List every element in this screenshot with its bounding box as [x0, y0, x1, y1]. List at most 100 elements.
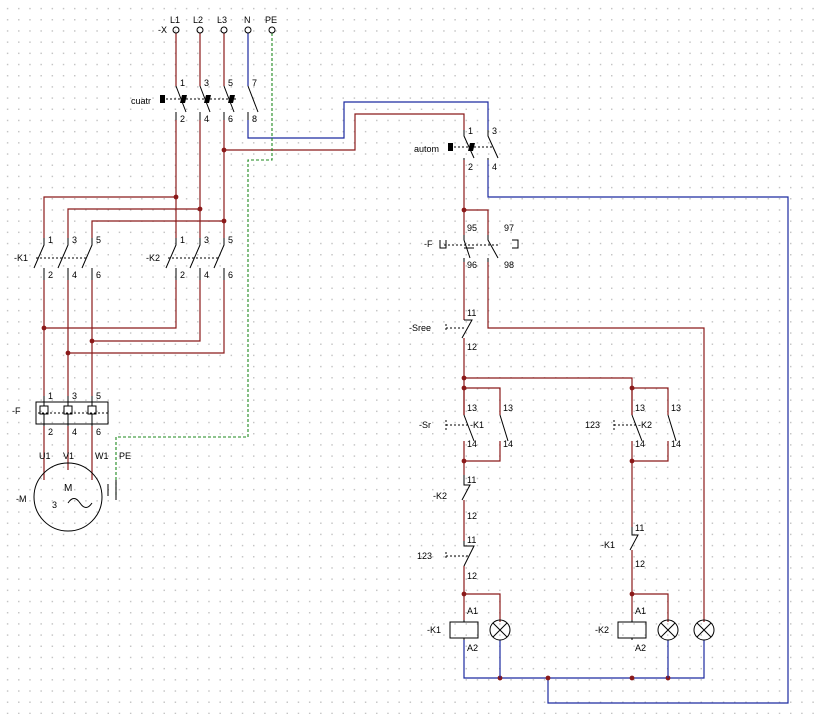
svg-text:V1: V1: [63, 451, 74, 461]
start-k2-branch: 123 -K2 13 14 13 14: [585, 403, 681, 449]
start-k2-label: 123: [585, 420, 600, 430]
terminal-label-n: N: [244, 15, 251, 25]
svg-text:5: 5: [96, 391, 101, 401]
pe-wire: [115, 33, 273, 495]
svg-text:13: 13: [635, 403, 645, 413]
overload-aux-contact: -F 95 96 97 98: [424, 223, 519, 270]
motor-label: -M: [16, 494, 27, 504]
svg-text:2: 2: [48, 270, 53, 280]
svg-text:5: 5: [228, 78, 233, 88]
connector-label: -X: [158, 25, 167, 35]
svg-text:14: 14: [503, 439, 513, 449]
lamps: [489, 619, 715, 678]
svg-text:3: 3: [492, 126, 497, 136]
terminal-label-l1: L1: [170, 15, 180, 25]
contactor-k1: -K1 1 3 5 2 4 6: [14, 235, 101, 280]
interlock-123-label: 123: [417, 551, 432, 561]
svg-text:2: 2: [180, 114, 185, 124]
svg-text:14: 14: [467, 439, 477, 449]
overload-relay: -F 1 3 5 2 4 6: [12, 391, 109, 437]
k2-label: -K2: [146, 253, 160, 263]
motor: -M U1 V1 W1 PE M 3: [16, 451, 131, 532]
coil-k1-label: -K1: [427, 625, 441, 635]
aux-k1-label: -K1: [470, 420, 484, 430]
svg-text:W1: W1: [95, 451, 109, 461]
terminal-icon: [268, 26, 276, 34]
coil-icon: [617, 621, 647, 639]
supply-terminals: -X L1 L2 L3 N PE: [158, 15, 277, 35]
svg-text:97: 97: [504, 223, 514, 233]
svg-text:1: 1: [48, 235, 53, 245]
svg-text:11: 11: [635, 523, 644, 533]
svg-text:5: 5: [228, 235, 233, 245]
svg-text:13: 13: [467, 403, 477, 413]
terminal-icon: [172, 26, 180, 34]
coil-k2: -K2 A1 A2: [595, 606, 647, 653]
interlock-k1-label: -K1: [601, 540, 615, 550]
svg-text:5: 5: [96, 235, 101, 245]
f-aux-label: -F: [424, 239, 433, 249]
svg-text:95: 95: [467, 223, 477, 233]
svg-text:A1: A1: [635, 606, 646, 616]
terminal-label-l2: L2: [193, 15, 203, 25]
svg-text:1: 1: [180, 78, 185, 88]
aux-k2-label: -K2: [638, 420, 652, 430]
overload-label: -F: [12, 406, 21, 416]
svg-text:A2: A2: [467, 643, 478, 653]
junction-dots: [41, 147, 671, 681]
svg-text:U1: U1: [39, 451, 51, 461]
svg-text:12: 12: [635, 559, 645, 569]
svg-text:12: 12: [467, 511, 477, 521]
lamp-icon: [657, 619, 679, 641]
start-k1-branch: -Sr -K1 13 14 13 14: [419, 403, 513, 449]
svg-text:M: M: [64, 483, 72, 494]
phase-wires: [43, 33, 705, 622]
stop-label: -Sree: [409, 323, 431, 333]
svg-text:3: 3: [204, 235, 209, 245]
svg-text:12: 12: [467, 342, 477, 352]
svg-text:1: 1: [180, 235, 185, 245]
svg-text:2: 2: [180, 270, 185, 280]
autom-label: autom: [414, 144, 439, 154]
svg-text:4: 4: [492, 162, 497, 172]
interlock-123: 123 11 12: [417, 535, 477, 581]
svg-text:11: 11: [467, 308, 476, 318]
svg-text:3: 3: [52, 500, 57, 510]
svg-text:98: 98: [504, 260, 514, 270]
terminal-label-pe: PE: [265, 15, 277, 25]
autom-switch: autom 1 3 2 4: [414, 126, 499, 172]
start-k1-label: -Sr: [419, 420, 431, 430]
terminal-icon: [196, 26, 204, 34]
svg-text:4: 4: [204, 270, 209, 280]
svg-text:6: 6: [96, 427, 101, 437]
terminal-icon: [220, 26, 228, 34]
svg-text:3: 3: [72, 235, 77, 245]
terminal-label-l3: L3: [217, 15, 227, 25]
svg-text:13: 13: [671, 403, 681, 413]
svg-text:12: 12: [467, 571, 477, 581]
motor-icon: [33, 462, 103, 532]
svg-text:A2: A2: [635, 643, 646, 653]
svg-text:8: 8: [252, 114, 257, 124]
svg-text:3: 3: [72, 391, 77, 401]
lamp-icon: [489, 619, 511, 641]
lamp-icon: [693, 619, 715, 641]
svg-text:14: 14: [671, 439, 681, 449]
svg-text:2: 2: [468, 162, 473, 172]
k1-label: -K1: [14, 253, 28, 263]
svg-text:13: 13: [503, 403, 513, 413]
switch-icon: [448, 143, 475, 151]
neutral-wires: [247, 33, 789, 704]
svg-text:4: 4: [72, 270, 77, 280]
coil-icon: [449, 621, 479, 639]
stop-button: -Sree 11 12: [409, 308, 477, 352]
svg-text:11: 11: [467, 535, 476, 545]
svg-text:3: 3: [204, 78, 209, 88]
interlock-k1: -K1 11 12: [601, 523, 645, 569]
svg-text:PE: PE: [119, 451, 131, 461]
svg-text:96: 96: [467, 260, 477, 270]
coil-k2-label: -K2: [595, 625, 609, 635]
main-switch: cuatr 1 3 5 7 2 4 6 8: [131, 78, 259, 124]
svg-text:1: 1: [468, 126, 473, 136]
